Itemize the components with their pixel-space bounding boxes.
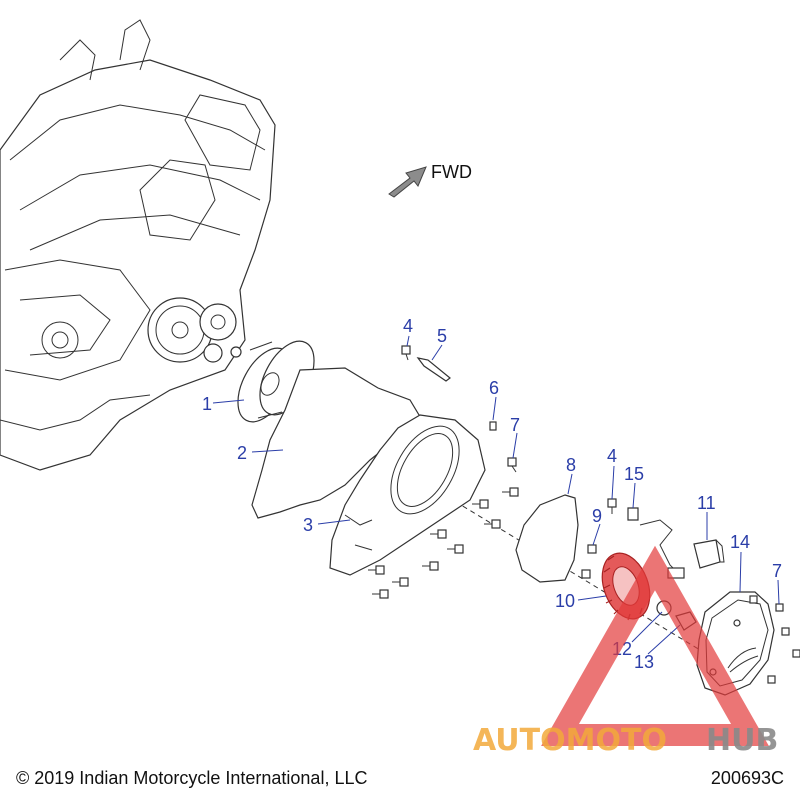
watermark-triangle-icon bbox=[541, 545, 769, 746]
callout-14: 14 bbox=[730, 532, 750, 552]
part-stator-cover bbox=[329, 414, 486, 576]
watermark-hub: HUB bbox=[706, 723, 778, 758]
callout-9: 9 bbox=[592, 506, 602, 526]
part-bolt-4b bbox=[607, 498, 617, 514]
callout-13: 13 bbox=[634, 652, 654, 672]
watermark-auto: AUTOMOTO bbox=[473, 723, 667, 758]
callout-11: 11 bbox=[697, 493, 716, 513]
automotohub-watermark: AUTOMOTO HUB bbox=[473, 545, 778, 758]
callout-labels: 1 2 3 4 5 6 7 8 9 10 4 15 11 14 7 12 13 bbox=[202, 316, 782, 672]
part-dowel bbox=[489, 421, 497, 431]
outer-cover-bolts bbox=[749, 595, 800, 684]
callout-10: 10 bbox=[555, 591, 575, 611]
callout-7a: 7 bbox=[510, 415, 520, 435]
callout-6: 6 bbox=[489, 378, 499, 398]
forward-arrow-icon bbox=[388, 166, 427, 198]
callout-8: 8 bbox=[566, 455, 576, 475]
callout-4b: 4 bbox=[607, 446, 617, 466]
part-gasket-stator bbox=[515, 494, 579, 583]
part-bolt-4a bbox=[401, 345, 411, 361]
copyright-text: © 2019 Indian Motorcycle International, … bbox=[16, 768, 367, 788]
part-gasket-cover bbox=[251, 367, 423, 519]
part-bolt-7a bbox=[507, 457, 517, 473]
part-clip bbox=[416, 357, 451, 382]
forward-direction-indicator: FWD bbox=[388, 162, 472, 198]
diagram-code: 200693C bbox=[711, 768, 784, 788]
callout-1: 1 bbox=[202, 394, 212, 414]
leader-lines bbox=[212, 335, 780, 655]
stator-wire bbox=[639, 519, 681, 576]
part-connector bbox=[693, 539, 725, 569]
callout-15: 15 bbox=[624, 464, 644, 484]
part-screws bbox=[581, 544, 597, 579]
callout-2: 2 bbox=[237, 443, 247, 463]
callout-4a: 4 bbox=[403, 316, 413, 336]
part-grommet bbox=[627, 507, 639, 521]
fwd-label: FWD bbox=[431, 162, 472, 182]
callout-3: 3 bbox=[303, 515, 313, 535]
engine-illustration bbox=[0, 19, 276, 471]
callout-7b: 7 bbox=[772, 561, 782, 581]
cover-bolts bbox=[368, 487, 519, 599]
callout-5: 5 bbox=[437, 326, 447, 346]
